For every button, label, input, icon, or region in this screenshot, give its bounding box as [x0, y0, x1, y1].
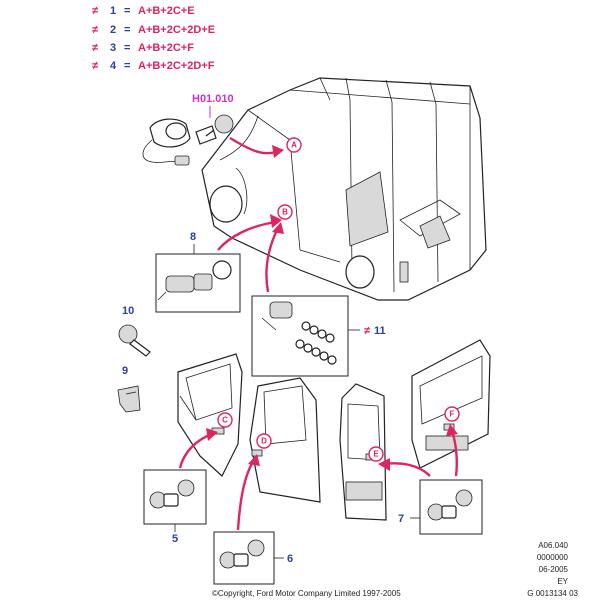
- doc-info-line: 0000000: [537, 553, 569, 562]
- legend-row-4: ≠ 4 = A+B+2C+2D+F: [92, 60, 215, 72]
- arrowhead: [206, 428, 218, 441]
- arrow-box6-to-d: [236, 459, 256, 531]
- part-number-5[interactable]: 5: [172, 533, 178, 545]
- rear-left-door-illustration: [339, 383, 387, 521]
- callout-b[interactable]: B: [277, 204, 293, 220]
- arrowhead: [248, 454, 260, 466]
- callout-e-label: E: [373, 450, 379, 459]
- doc-info-line: G 0013134 03: [527, 589, 578, 598]
- legend-row-1: ≠ 1 = A+B+2C+E: [92, 5, 195, 17]
- front-door-illustration: [177, 353, 243, 477]
- legend-formula: A+B+2C+2D+E: [138, 24, 215, 36]
- callout-e[interactable]: E: [368, 446, 384, 462]
- part-8-box: 8: [155, 231, 241, 313]
- sliding-door-illustration: [249, 377, 321, 503]
- callout-c-label: C: [222, 416, 228, 425]
- callout-a[interactable]: A: [286, 137, 302, 153]
- callout-d[interactable]: D: [256, 433, 272, 449]
- not-equal-icon: ≠: [92, 5, 98, 17]
- legend-formula: A+B+2C+E: [138, 5, 195, 17]
- arrowhead: [378, 458, 390, 471]
- doc-info-line: EY: [557, 577, 568, 586]
- callout-f[interactable]: F: [444, 406, 460, 422]
- doc-info-line: 06-2005: [539, 565, 569, 574]
- legend-eq: =: [124, 42, 130, 54]
- part-5-box: 5: [143, 469, 207, 545]
- not-equal-icon: ≠: [92, 24, 98, 36]
- callout-d-label: D: [261, 437, 267, 446]
- callout-c[interactable]: C: [217, 412, 233, 428]
- part-number-10[interactable]: 10: [122, 305, 134, 317]
- part-number-7[interactable]: 7: [398, 513, 404, 525]
- part-number-9[interactable]: 9: [122, 365, 128, 377]
- part-number-11[interactable]: 11: [374, 325, 386, 337]
- legend-num: 1: [110, 5, 116, 17]
- not-equal-icon: ≠: [364, 325, 370, 337]
- legend-formula: A+B+2C+2D+F: [138, 60, 215, 72]
- van-body-illustration: [201, 77, 487, 301]
- ignition-switch-illustration: [142, 114, 234, 166]
- part-9-clip: 9: [117, 365, 141, 413]
- arrow-ignition-to-a: [229, 136, 277, 155]
- legend-eq: =: [124, 5, 130, 17]
- doc-info-line: A06.040: [538, 541, 568, 550]
- arrowhead: [272, 145, 284, 158]
- arrow-box11-to-b: [265, 227, 280, 293]
- arrowhead: [270, 214, 282, 228]
- legend-eq: =: [124, 60, 130, 72]
- part-number-6[interactable]: 6: [287, 553, 293, 565]
- arrow-b-to-box8: [217, 220, 277, 251]
- arrowhead: [446, 424, 458, 436]
- callout-f-label: F: [450, 410, 455, 419]
- not-equal-icon: ≠: [92, 42, 98, 54]
- reference-label[interactable]: H01.010: [192, 93, 234, 105]
- copyright-notice: ©Copyright, Ford Motor Company Limited 1…: [212, 589, 401, 598]
- legend-formula: A+B+2C+F: [138, 42, 194, 54]
- part-10-key: 10: [118, 305, 151, 357]
- part-11-box: ≠ 11: [251, 295, 386, 377]
- part-6-box: 6: [213, 531, 293, 585]
- legend-num: 2: [110, 24, 116, 36]
- rear-right-door-illustration: [411, 339, 491, 469]
- legend-num: 3: [110, 42, 116, 54]
- part-7-box: 7: [398, 479, 483, 535]
- arrowhead: [272, 222, 284, 234]
- part-number-8[interactable]: 8: [190, 231, 196, 243]
- legend-num: 4: [110, 60, 117, 72]
- not-equal-icon: ≠: [92, 60, 98, 72]
- callout-a-label: A: [291, 141, 297, 150]
- red-arrows: [178, 136, 458, 531]
- legend-eq: =: [124, 24, 130, 36]
- legend-row-2: ≠ 2 = A+B+2C+2D+E: [92, 24, 215, 36]
- document-info: A06.040 0000000 06-2005 EY G 0013134 03: [527, 541, 578, 598]
- legend-row-3: ≠ 3 = A+B+2C+F: [92, 42, 194, 54]
- legend: ≠ 1 = A+B+2C+E ≠ 2 = A+B+2C+2D+E ≠ 3 = A…: [92, 5, 215, 72]
- callout-b-label: B: [282, 208, 288, 217]
